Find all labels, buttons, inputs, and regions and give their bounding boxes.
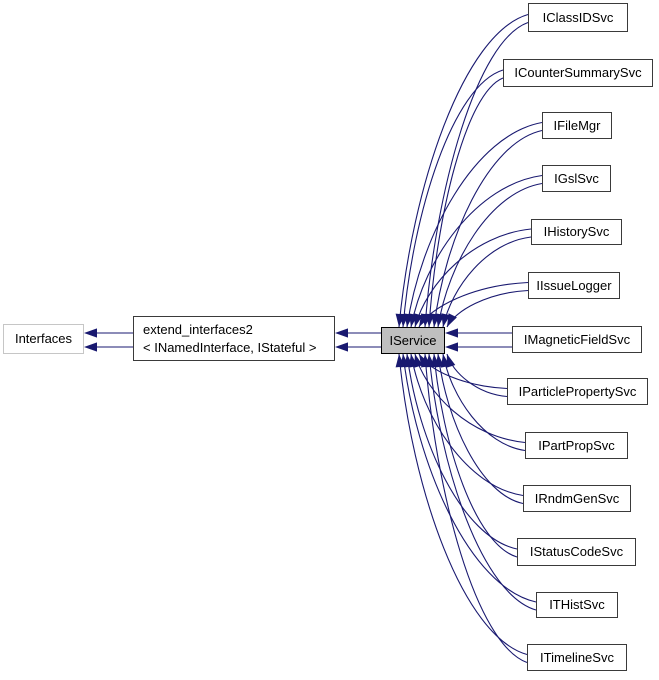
- node-ipartpropsvc[interactable]: IPartPropSvc: [525, 432, 628, 459]
- node-igslsvc[interactable]: IGslSvc: [542, 165, 611, 192]
- edge: [433, 353, 518, 558]
- arrowhead: [84, 342, 97, 352]
- arrowhead: [419, 313, 430, 327]
- arrowhead: [441, 313, 451, 327]
- node-itimelinesvc[interactable]: ITimelineSvc: [527, 644, 627, 671]
- arrowhead: [445, 342, 458, 352]
- edge: [428, 353, 537, 611]
- edge: [406, 353, 518, 550]
- edge: [402, 69, 504, 328]
- node-iparticlepropertysvc[interactable]: IParticlePropertySvc: [507, 378, 648, 405]
- edge: [437, 182, 543, 328]
- node-imagneticfieldsvc[interactable]: IMagneticFieldSvc: [512, 326, 642, 353]
- node-extend-interfaces2-line2: < INamedInterface, IStateful >: [143, 339, 317, 355]
- arrowhead: [84, 328, 97, 338]
- arrowhead: [335, 342, 348, 352]
- edge: [410, 353, 524, 497]
- arrowhead: [447, 313, 457, 327]
- edge: [410, 174, 543, 328]
- arrowhead: [440, 354, 450, 368]
- edge: [424, 353, 528, 664]
- edge: [414, 353, 526, 444]
- node-istatuscodesvc[interactable]: IStatusCodeSvc: [517, 538, 636, 566]
- edge: [442, 353, 526, 452]
- edge: [398, 353, 528, 656]
- node-ifilemgr[interactable]: IFileMgr: [542, 112, 612, 139]
- node-icountersummarysvc[interactable]: ICounterSummarySvc: [503, 59, 653, 87]
- arrowhead: [445, 328, 458, 338]
- arrowhead: [421, 354, 431, 368]
- node-irndmgensvc[interactable]: IRndmGenSvc: [523, 485, 631, 512]
- node-ithistsvc[interactable]: ITHistSvc: [536, 592, 618, 618]
- edge: [414, 228, 532, 328]
- edge: [442, 236, 532, 328]
- edge: [424, 21, 529, 328]
- edge: [437, 353, 524, 505]
- node-iservice[interactable]: IService: [381, 327, 445, 354]
- node-extend-interfaces2[interactable]: extend_interfaces2 < INamedInterface, IS…: [133, 316, 335, 361]
- node-extend-interfaces2-line1: extend_interfaces2: [143, 321, 253, 337]
- node-iclassidsvc[interactable]: IClassIDSvc: [528, 3, 628, 32]
- edge: [446, 289, 529, 328]
- node-iissuelogger[interactable]: IIssueLogger: [528, 272, 620, 299]
- edge: [398, 13, 529, 328]
- arrowhead: [395, 354, 405, 368]
- edge: [428, 77, 504, 328]
- edge: [446, 353, 508, 398]
- node-ihistorysvc[interactable]: IHistorySvc: [531, 219, 622, 245]
- edge: [406, 121, 543, 328]
- arrowhead: [335, 328, 348, 338]
- edge: [433, 129, 543, 328]
- node-interfaces[interactable]: Interfaces: [3, 324, 84, 354]
- arrowhead: [413, 313, 423, 327]
